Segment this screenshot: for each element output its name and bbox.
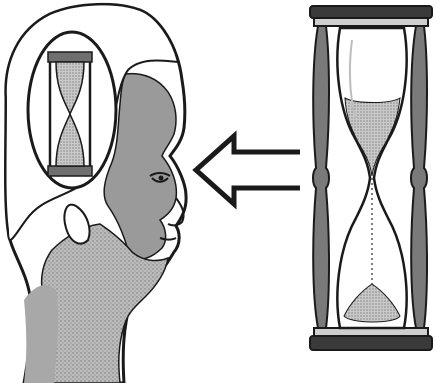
- pupil: [159, 176, 164, 181]
- arrow-outline: [196, 136, 300, 204]
- mini-hourglass-bottom: [48, 166, 92, 176]
- post-left: [313, 26, 329, 328]
- hourglass-drawing: [310, 6, 432, 350]
- mental-hourglass-drawing: [28, 32, 116, 188]
- bottom-cap-lower: [310, 336, 432, 350]
- top-cap-lower: [314, 18, 428, 26]
- top-cap-upper: [310, 6, 432, 18]
- mini-hourglass-top: [48, 52, 92, 62]
- left-arrow: [196, 136, 300, 204]
- neck-shadow: [24, 285, 58, 383]
- post-right: [411, 26, 427, 328]
